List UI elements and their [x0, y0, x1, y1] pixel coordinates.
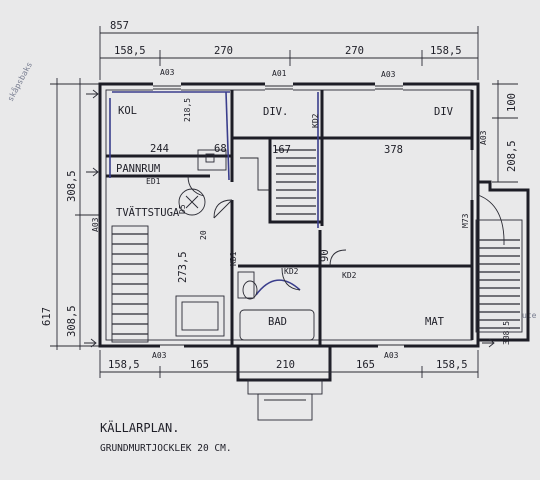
room-label-div-right: DIV: [434, 106, 454, 118]
div-width-dim: 167: [272, 144, 291, 156]
top-dim-2: 270: [214, 45, 233, 57]
left-lower-dim: 308,5: [66, 305, 78, 337]
kol-depth-dim: 218,5: [183, 98, 192, 122]
bathroom-fixtures: [237, 271, 315, 341]
bottom-dim-2: 165: [190, 359, 209, 371]
bottom-dim-5: 158,5: [436, 359, 468, 371]
top-dim-1: 158,5: [114, 45, 146, 57]
interior-stair: [276, 149, 316, 215]
door-tag-kd1-upper: KD1: [229, 251, 238, 266]
tvatt-depth-dim: 273,5: [177, 251, 189, 283]
window-tag-right: A03: [479, 130, 488, 145]
blue-ink-annotations: [109, 91, 319, 296]
right-annex: [475, 180, 530, 342]
room-label-mat: MAT: [425, 316, 445, 328]
margin-note: skåpsbaks: [5, 60, 34, 103]
plan-title: KÄLLARPLAN.: [100, 420, 179, 435]
right-middle-dim: 208,5: [506, 140, 518, 172]
window-tag-bottom-1: A03: [152, 351, 167, 360]
bottom-dim-1: 158,5: [108, 359, 140, 371]
room-label-kol: KOL: [118, 105, 137, 117]
room-label-tvattstuga: TVÄTTSTUGA: [116, 206, 180, 219]
right-width-dim: 378: [384, 144, 403, 156]
bottom-dim-4: 165: [356, 359, 375, 371]
right-dimension-chain: [492, 80, 518, 183]
pannrum-small-dim: 68: [214, 143, 227, 155]
left-stair: [111, 225, 149, 343]
door-tag-kd2-left: KD2: [284, 267, 299, 276]
closet-dim: 20: [199, 230, 208, 240]
left-dimension-chain: [50, 78, 100, 350]
top-dim-4: 158,5: [430, 45, 462, 57]
top-dim-3: 270: [345, 45, 364, 57]
door-tag-kd2-right: KD2: [342, 271, 357, 280]
room-label-bad: BAD: [268, 316, 287, 328]
laundry-equipment: [175, 295, 225, 337]
room-label-pannrum: PANNRUM: [116, 163, 160, 175]
interior-walls: [106, 90, 474, 346]
window-tag-left: A03: [91, 217, 100, 232]
right-top-dim: 100: [506, 93, 518, 112]
left-total-dim: 617: [41, 307, 53, 326]
room-label-div-left: DIV.: [263, 106, 288, 118]
door-tag-kd2-top: KD2: [311, 113, 320, 128]
window-tag-bottom-2: A03: [384, 351, 399, 360]
left-upper-dim: 308,5: [66, 170, 78, 202]
bottom-dimension-chain: [99, 350, 479, 378]
door-swings: [187, 175, 347, 291]
corridor-dim: 90: [319, 249, 331, 262]
bottom-dim-3: 210: [276, 359, 295, 371]
entrance-steps: [236, 346, 332, 421]
window-tag-top-3: A03: [381, 70, 396, 79]
top-dimension-chain: 857 158,5 270 270 158,5: [99, 20, 479, 80]
right-bottom-dim: 308,5: [502, 321, 511, 345]
door-tag-ed1: ED1: [146, 177, 161, 186]
window-tag-top-2: A01: [272, 69, 287, 78]
kol-width-dim: 244: [150, 143, 169, 155]
top-total-dim: 857: [110, 20, 129, 32]
window-tag-right-lower: M73: [461, 213, 470, 228]
plan-subtitle: GRUNDMURTJOCKLEK 20 CM.: [100, 443, 232, 454]
window-tag-top-1: A03: [160, 68, 175, 77]
door-tag-d5: D5: [178, 204, 187, 214]
